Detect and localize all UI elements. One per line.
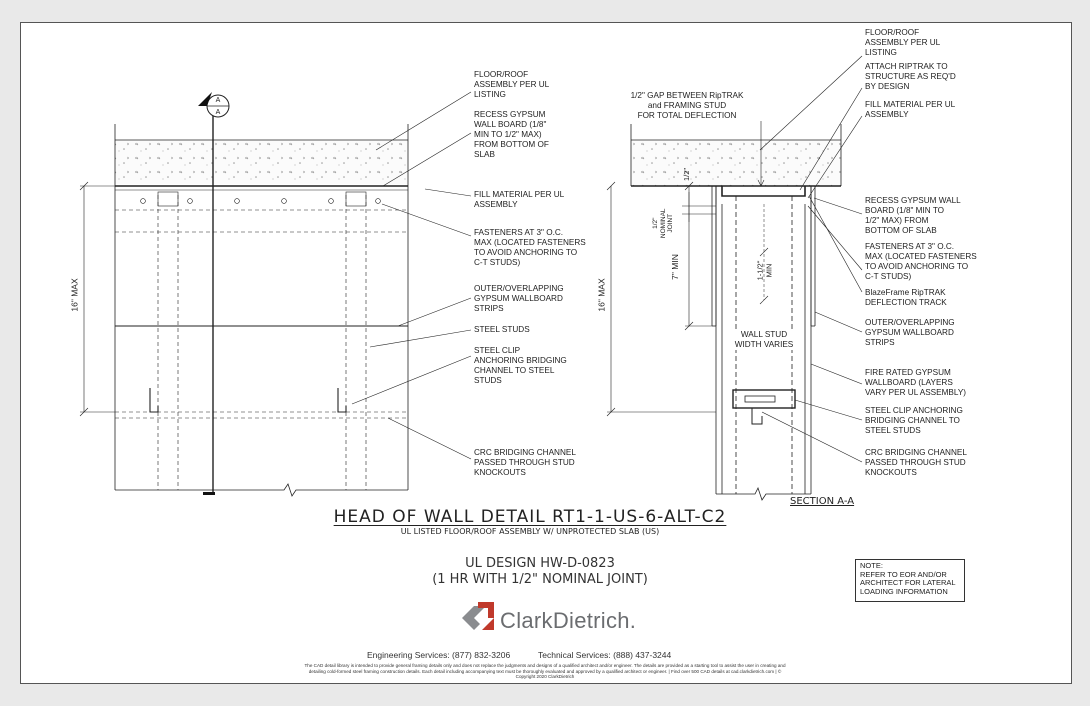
right-label-recess-gypsum: RECESS GYPSUM WALL BOARD (1/8" MIN TO 1/… [865,196,961,235]
ul-design: UL DESIGN HW-D-0823 (1 HR WITH 1/2" NOMI… [390,556,690,588]
dim-nominal-joint: 1/2" NOMINAL JOINT [651,208,674,239]
dim-16-max-right: 16" MAX [596,278,607,312]
section-marker-bottom: A [215,109,221,116]
technical-services: Technical Services: (888) 437-3244 [538,650,672,660]
drawing-sheet [20,22,1072,684]
section-title: SECTION A-A [790,496,855,507]
clarkdietrich-logo-mark [462,602,494,630]
right-label-steel-clip: STEEL CLIP ANCHORING BRIDGING CHANNEL TO… [865,406,963,435]
left-label-steel-studs: STEEL STUDS [474,325,530,334]
right-label-fasteners: FASTENERS AT 3" O.C. MAX (LOCATED FASTEN… [865,242,977,281]
dim-7-min: 7" MIN [669,254,680,280]
ul-design-rating: (1 HR WITH 1/2" NOMINAL JOINT) [432,572,648,587]
left-label-crc-channel: CRC BRIDGING CHANNEL PASSED THROUGH STUD… [474,448,576,477]
right-label-attach-riptrak: ATTACH RipTRAK TO STRUCTURE AS REQ'D BY … [865,62,956,91]
dim-half-inch: 1/2" [682,167,692,182]
right-label-outer-strips: OUTER/OVERLAPPING GYPSUM WALLBOARD STRIP… [865,318,955,347]
brand-wordmark: ClarkDietrich. [500,608,637,633]
right-label-fill-material: FILL MATERIAL PER UL ASSEMBLY [865,100,956,119]
right-label-crc-channel: CRC BRIDGING CHANNEL PASSED THROUGH STUD… [865,448,967,477]
right-label-blazeframe: BlazeFrame RipTRAK DEFLECTION TRACK [865,288,947,307]
left-label-steel-clip: STEEL CLIP ANCHORING BRIDGING CHANNEL TO… [474,346,567,385]
section-marker-top: A [215,97,221,104]
disclaimer: The CAD detail library is intended to pr… [304,663,786,680]
left-label-outer-strips: OUTER/OVERLAPPING GYPSUM WALLBOARD STRIP… [474,284,564,313]
left-label-fasteners: FASTENERS AT 3" O.C. MAX (LOCATED FASTEN… [474,228,586,267]
detail-subtitle: UL LISTED FLOOR/ROOF ASSEMBLY W/ UNPROTE… [400,527,660,536]
left-elevation [79,91,472,497]
left-label-fill-material: FILL MATERIAL PER UL ASSEMBLY [474,190,565,209]
note-text: NOTE: REFER TO EOR AND/OR ARCHITECT FOR … [860,561,956,597]
detail-title: HEAD OF WALL DETAIL RT1-1-US-6-ALT-C2 [333,507,727,527]
engineering-services: Engineering Services: (877) 832-3206 [367,650,511,660]
left-label-floor-roof: FLOOR/ROOF ASSEMBLY PER UL LISTING [474,70,550,99]
right-label-floor-roof: FLOOR/ROOF ASSEMBLY PER UL LISTING [865,28,941,57]
dim-1-1-2-min: 1-1/2" MIN [755,260,774,281]
ul-design-number: UL DESIGN HW-D-0823 [465,556,615,571]
right-label-fire-rated: FIRE RATED GYPSUM WALLBOARD (LAYERS VARY… [865,368,967,397]
wall-stud-label: WALL STUD WIDTH VARIES [734,330,794,350]
right-section [606,55,863,501]
left-label-recess-gypsum: RECESS GYPSUM WALL BOARD (1/8" MIN TO 1/… [474,110,549,159]
note-box: NOTE: REFER TO EOR AND/OR ARCHITECT FOR … [855,559,965,602]
dim-16-max-left: 16" MAX [69,278,80,312]
gap-label: 1/2" GAP BETWEEN RipTRAK and FRAMING STU… [630,91,744,120]
